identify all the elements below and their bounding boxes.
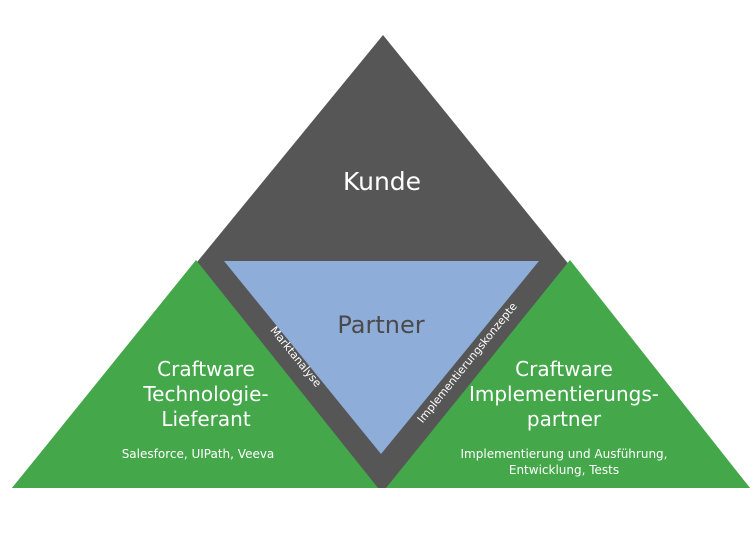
right-subtitle-line-2: Entwicklung, Tests bbox=[509, 463, 619, 477]
left-title-line-1: Craftware bbox=[157, 357, 255, 381]
right-title-line-3: partner bbox=[527, 407, 602, 431]
left-green-triangle bbox=[12, 260, 378, 488]
right-title-line-2: Implementierungs- bbox=[469, 382, 659, 406]
right-title-line-1: Craftware bbox=[515, 357, 613, 381]
left-title-line-2: Technologie- bbox=[142, 382, 268, 406]
right-green-triangle bbox=[386, 260, 750, 488]
left-subtitle: Salesforce, UIPath, Veeva bbox=[122, 447, 275, 461]
partner-label: Partner bbox=[337, 311, 424, 339]
right-subtitle-line-1: Implementierung und Ausführung, bbox=[461, 447, 668, 461]
partner-triangle bbox=[224, 261, 539, 454]
kunde-label: Kunde bbox=[343, 167, 421, 196]
left-title-line-3: Lieferant bbox=[161, 407, 251, 431]
